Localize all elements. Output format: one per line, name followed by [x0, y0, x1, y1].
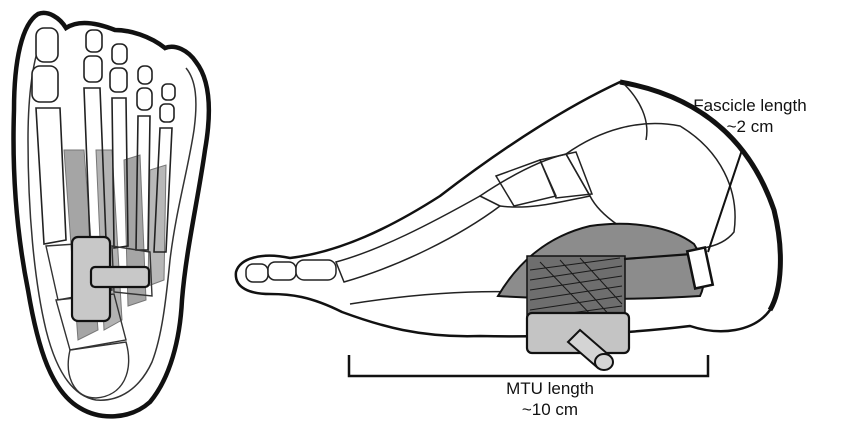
mtu-length-label: MTU length ~10 cm — [460, 378, 640, 420]
plantar-probe-cable — [91, 267, 149, 287]
plantar-foot-view — [14, 13, 209, 416]
mtu-length-bracket — [349, 355, 708, 376]
mtu-length-name: MTU length — [460, 378, 640, 399]
fascicle-length-value: ~2 cm — [660, 116, 840, 137]
fascicle-length-label: Fascicle length ~2 cm — [660, 95, 840, 137]
mtu-length-value: ~10 cm — [460, 399, 640, 420]
fascicle-length-name: Fascicle length — [660, 95, 840, 116]
sagittal-toe-bones — [246, 260, 336, 282]
